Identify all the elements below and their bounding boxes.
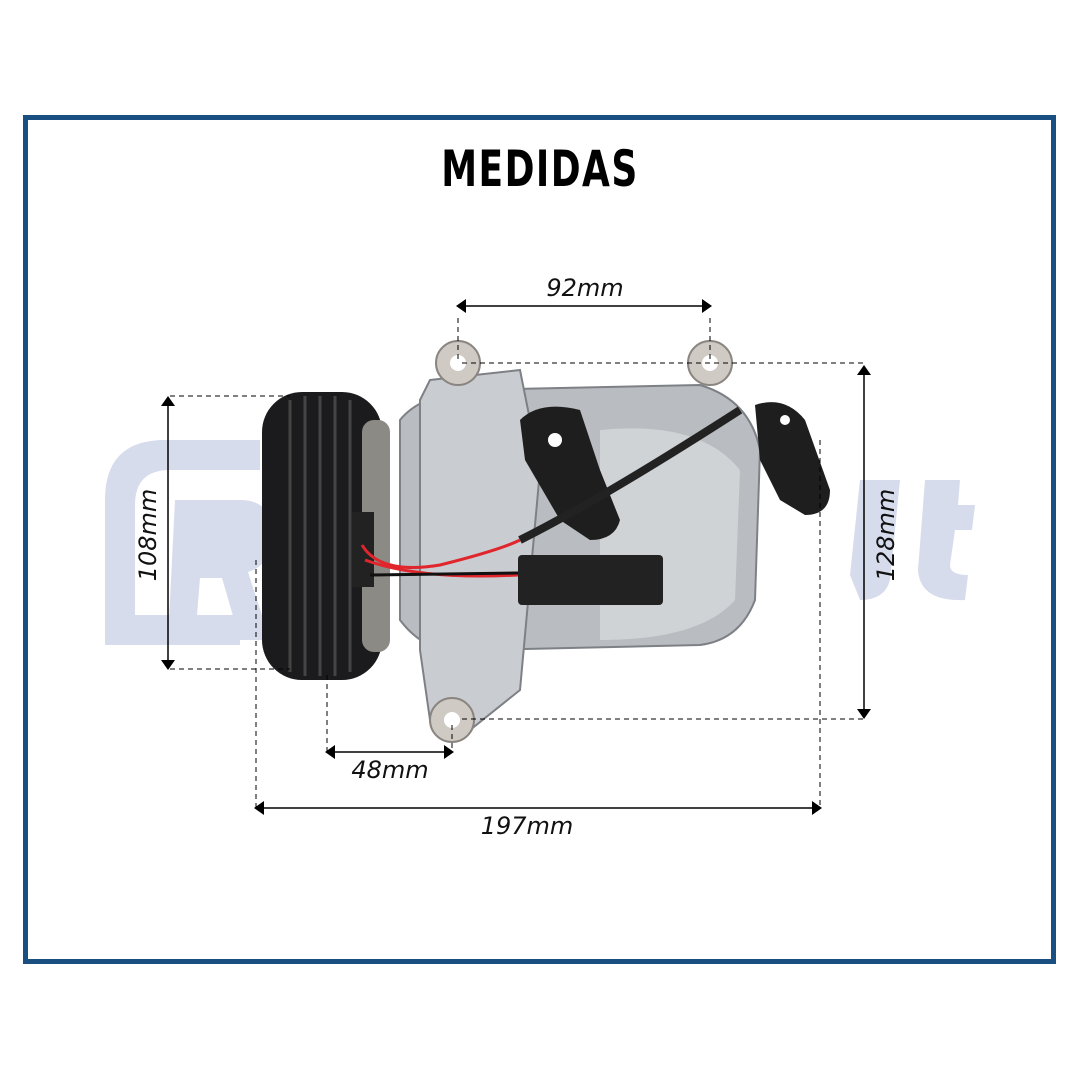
watermark-logo (105, 440, 975, 645)
dimension-label-108mm: 108mm (134, 488, 162, 582)
dimension-label-92mm: 92mm (546, 274, 624, 302)
page-title: MEDIDAS (441, 140, 639, 198)
dimension-label-48mm: 48mm (351, 756, 429, 784)
dimension-label-128mm: 128mm (872, 488, 900, 582)
compressor-image (262, 340, 830, 743)
dimension-lines (167, 305, 865, 809)
dimension-arrowheads (161, 299, 871, 815)
dimension-label-197mm: 197mm (480, 812, 574, 840)
frame-border (23, 115, 1056, 964)
